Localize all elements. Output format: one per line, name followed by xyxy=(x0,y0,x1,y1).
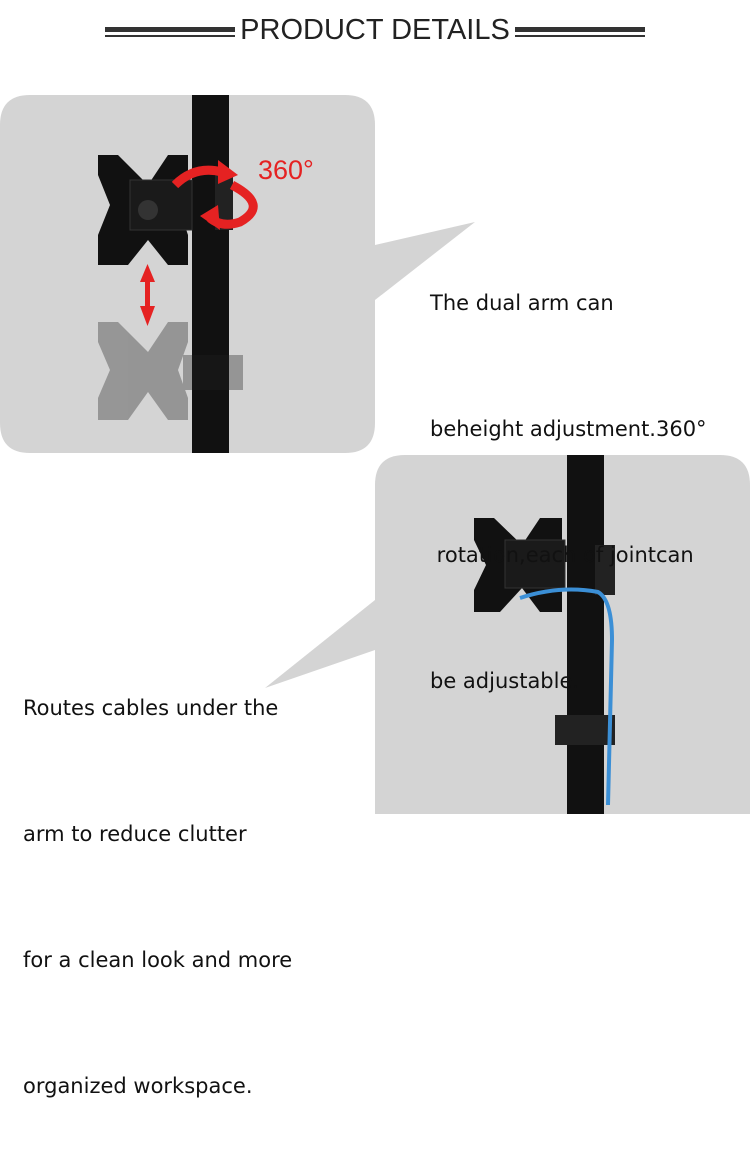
cable xyxy=(519,587,615,806)
monitor-plate xyxy=(98,155,233,265)
text-line: organized workspace. xyxy=(23,1074,253,1098)
product-illustrations xyxy=(0,95,750,814)
height-arrow-icon xyxy=(140,264,155,326)
text-line: Routes cables under the xyxy=(23,696,279,720)
rotate-arrow-icon xyxy=(171,165,224,189)
text-line: The dual arm can xyxy=(430,291,614,315)
text-line: rotation,each of jointcan xyxy=(430,543,694,567)
header-divider-right xyxy=(515,27,645,37)
section2-description: Routes cables under the arm to reduce cl… xyxy=(23,603,292,1149)
text-line: be adjustable. xyxy=(430,669,580,693)
text-line: arm to reduce clutter xyxy=(23,822,247,846)
section1-description: The dual arm can beheight adjustment.360… xyxy=(430,198,707,744)
rotation-label: 360° xyxy=(258,155,314,185)
text-line: for a clean look and more xyxy=(23,948,293,972)
ghost-monitor-plate xyxy=(98,322,243,420)
text-line: beheight adjustment.360° xyxy=(430,417,707,441)
header-divider-left xyxy=(105,27,235,37)
page-title: PRODUCT DETAILS xyxy=(240,14,510,46)
panel-cable-management xyxy=(265,455,750,814)
panel-rotation xyxy=(0,95,475,453)
